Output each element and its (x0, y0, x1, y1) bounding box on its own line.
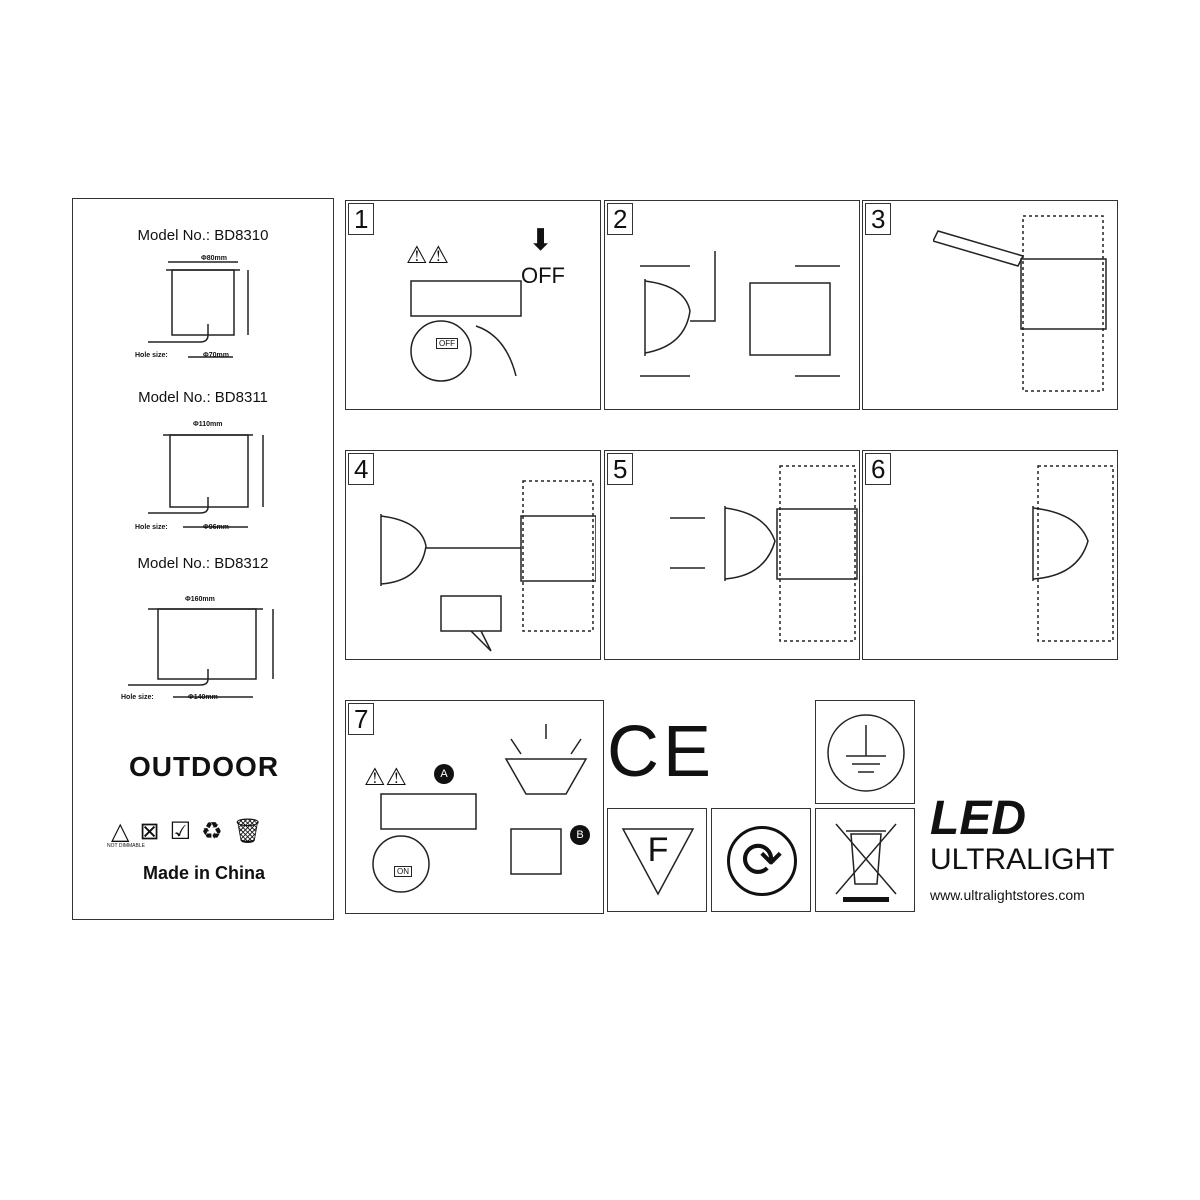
cutout-drawing (933, 215, 1107, 392)
step-5: 5 (604, 450, 860, 660)
bd8312-hole-label: Hole size: (121, 694, 154, 701)
bd8310-drawing (148, 261, 249, 358)
made-in-label: Made in China (142, 863, 265, 883)
bd8311-diameter: Φ110mm (193, 421, 223, 428)
step-7: 7 ⚠⚠ A B ON (345, 700, 604, 914)
step-6: 6 (862, 450, 1118, 660)
bd8311-hole: Φ96mm (203, 524, 229, 531)
weee-symbol (815, 808, 915, 912)
step-4: 4 (345, 450, 601, 660)
marker-a: A (434, 764, 454, 784)
insert-fixture-drawing (670, 465, 858, 642)
rohs-icon: ☑ (169, 818, 192, 845)
brand-name: ULTRALIGHT (930, 843, 1115, 876)
warning-icons: ⚠⚠ (364, 764, 408, 791)
fixture-removal-drawing (640, 251, 840, 377)
model-panel: Model No.: BD8310 Φ80mm Hole size: Φ70mm… (72, 198, 334, 920)
f-mark-symbol: F (607, 808, 707, 912)
brand-url: www.ultralightstores.com (930, 887, 1085, 903)
bd8310-hole-label: Hole size: (135, 352, 168, 359)
step-number: 3 (865, 203, 892, 235)
bd8310-diameter: Φ80mm (201, 255, 227, 262)
bd8311-drawing (148, 434, 264, 528)
warning-icons: ⚠⚠ (406, 242, 450, 269)
model-bd8312-label: Model No.: BD8312 (137, 555, 269, 572)
bd8311-hole-label: Hole size: (135, 524, 168, 531)
model-bd8311-label: Model No.: BD8311 (138, 389, 268, 406)
crossed-bin-icon (835, 823, 897, 902)
bd8312-hole: Φ140mm (188, 694, 218, 701)
step-number: 1 (348, 203, 375, 235)
step-number: 7 (348, 703, 375, 735)
recycle-icon: ♻ (201, 818, 223, 845)
installed-fixture-drawing (1032, 465, 1114, 642)
compliance-icons: △NOT DIMMABLE ⊠ ☑ ♻ 🗑 (107, 817, 264, 849)
off-label: OFF (521, 263, 565, 288)
power-on-drawing (372, 724, 588, 893)
green-dot-icon: ⟳ (727, 826, 797, 896)
step-number: 2 (607, 203, 634, 235)
bd8310-hole: Φ70mm (203, 352, 229, 359)
ce-text: CE (607, 712, 716, 792)
step-number: 5 (607, 453, 634, 485)
step-number: 6 (865, 453, 892, 485)
brand-led: LED (930, 792, 1026, 845)
ground-icon (827, 714, 905, 792)
not-dimmable-icon: △NOT DIMMABLE (107, 818, 145, 849)
earth-ground-symbol (815, 700, 915, 804)
step-number: 4 (348, 453, 375, 485)
wiring-drawing (380, 480, 596, 652)
triangle-icon (621, 828, 695, 896)
f-mark-text: F (647, 831, 669, 869)
bd8312-drawing (128, 608, 274, 698)
green-dot-symbol: ⟳ (711, 808, 811, 912)
trash-bin-icon: 🗑 (232, 818, 264, 845)
arrow-down-icon: ⬇ (528, 224, 554, 257)
breaker-panel-drawing (410, 280, 522, 382)
no-wash-icon: ⊠ (139, 818, 160, 845)
switch-on-label: ON (394, 866, 412, 877)
switch-off-label: OFF (436, 338, 458, 349)
model-bd8310-label: Model No.: BD8310 (137, 227, 269, 244)
ce-mark: CE (607, 700, 716, 804)
bd8312-diameter: Φ160mm (185, 596, 215, 603)
brand-logo: LED ULTRALIGHT www.ultralightstores.com (930, 792, 1115, 904)
marker-b: B (570, 825, 590, 845)
step-1: 1 ⬇ OFF ⚠⚠ OFF (345, 200, 601, 410)
step-3: 3 (862, 200, 1118, 410)
step-2: 2 (604, 200, 860, 410)
outdoor-label: OUTDOOR (128, 751, 280, 782)
